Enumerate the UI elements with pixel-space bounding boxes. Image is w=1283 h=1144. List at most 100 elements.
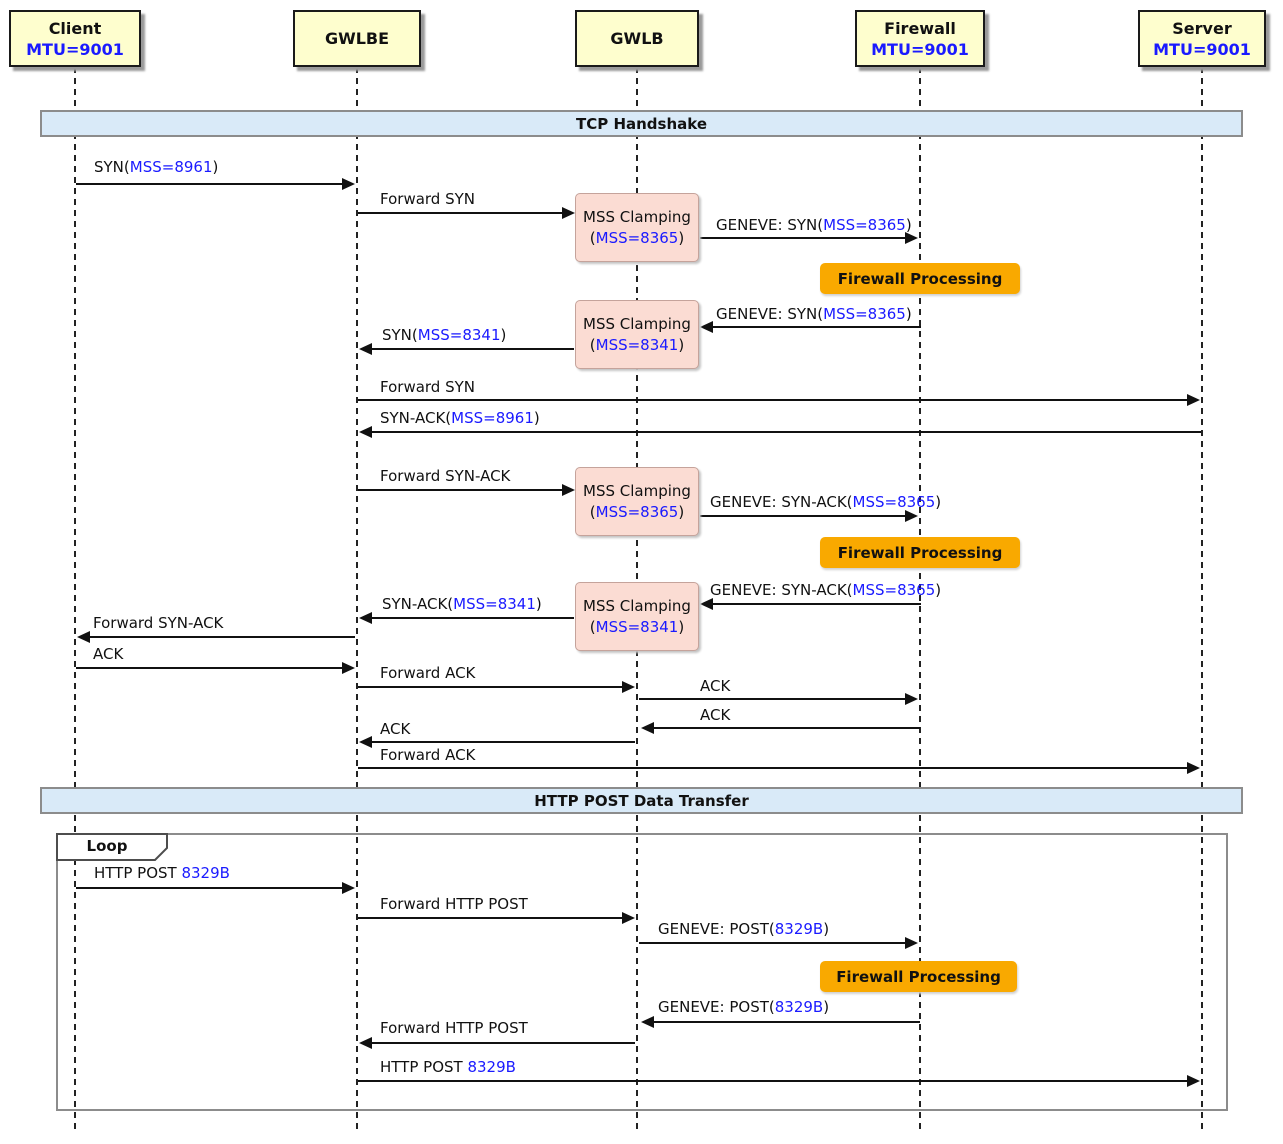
value-text: MSS=8341 — [417, 326, 501, 344]
message-label: ACK — [700, 676, 730, 697]
mss-clamping-value: (MSS=8341) — [590, 335, 684, 356]
firewall-processing-box: Firewall Processing — [820, 263, 1020, 294]
message-line — [358, 399, 1190, 401]
message-label: Forward SYN-ACK — [380, 466, 510, 487]
label-text: ) — [535, 595, 542, 613]
value-text: 8329B — [774, 920, 824, 938]
message-line — [369, 431, 1201, 433]
lifeline-client — [74, 67, 76, 1133]
label-text: ) — [823, 998, 830, 1016]
message-line — [87, 636, 355, 638]
value-text: MSS=8961 — [129, 158, 213, 176]
label-text: ) — [533, 409, 540, 427]
mss-clamping-box: MSS Clamping(MSS=8365) — [575, 193, 699, 262]
arrowhead — [1187, 1075, 1200, 1087]
participant-box-gwlbe: GWLBE — [293, 10, 421, 67]
value-text: 8329B — [181, 864, 230, 882]
label-text: GENEVE: SYN-ACK( — [710, 493, 853, 511]
message-label: Forward SYN — [380, 189, 475, 210]
message-label: Forward HTTP POST — [380, 1018, 528, 1039]
message-line — [639, 942, 908, 944]
mss-clamping-box: MSS Clamping (MSS=8341) — [575, 300, 699, 369]
label-text: ) — [823, 920, 830, 938]
arrowhead — [359, 426, 372, 438]
message-line — [700, 515, 908, 517]
label-text: SYN-ACK( — [380, 409, 452, 427]
label-text: ACK — [93, 645, 124, 663]
arrowhead — [342, 662, 355, 674]
arrowhead — [622, 912, 635, 924]
label-text: ( — [589, 228, 596, 247]
value-text: MSS=8365 — [823, 216, 906, 234]
message-label: SYN(MSS=8961) — [94, 157, 218, 178]
message-line — [369, 348, 574, 350]
label-text: ) — [905, 216, 912, 234]
firewall-processing-box: Firewall Processing — [820, 961, 1017, 992]
mss-clamping-title: MSS Clamping — [583, 481, 691, 500]
label-text: ) — [678, 228, 685, 247]
message-line — [639, 698, 908, 700]
value-text: 8329B — [467, 1058, 516, 1076]
firewall-processing-box: Firewall Processing — [820, 537, 1020, 568]
message-line — [358, 686, 625, 688]
value-text: MSS=8341 — [595, 617, 679, 636]
arrowhead — [342, 882, 355, 894]
label-text: SYN( — [94, 158, 130, 176]
message-label: SYN-ACK(MSS=8341) — [382, 594, 542, 615]
value-text: MSS=8341 — [595, 335, 679, 354]
message-label: Forward SYN-ACK — [93, 613, 223, 634]
arrowhead — [1187, 762, 1200, 774]
message-label: GENEVE: SYN(MSS=8365) — [716, 215, 912, 236]
label-text: ) — [678, 617, 685, 636]
label-text: ) — [678, 502, 685, 521]
label-text: GENEVE: SYN( — [716, 305, 824, 323]
value-text: MSS=8365 — [595, 228, 679, 247]
divider-tcp-handshake: TCP Handshake — [40, 110, 1243, 137]
label-text: Forward SYN-ACK — [93, 614, 224, 632]
label-text: Forward ACK — [380, 746, 476, 764]
participant-name: GWLBE — [324, 29, 390, 48]
value-text: MSS=8365 — [852, 493, 936, 511]
message-line — [358, 212, 565, 214]
arrowhead — [700, 321, 713, 333]
label-text: SYN-ACK( — [382, 595, 454, 613]
label-text: ) — [212, 158, 219, 176]
label-text: Forward SYN — [380, 378, 475, 396]
label-text: ACK — [700, 677, 731, 695]
message-label: SYN(MSS=8341) — [382, 325, 506, 346]
arrowhead — [641, 1016, 654, 1028]
message-label: Forward ACK — [380, 663, 475, 684]
label-text: ( — [589, 617, 596, 636]
message-line — [369, 617, 574, 619]
value-text: MSS=8961 — [451, 409, 534, 427]
message-line — [369, 741, 635, 743]
label-text: ) — [905, 305, 912, 323]
message-line — [369, 1042, 635, 1044]
mss-clamping-value: (MSS=8365) — [590, 228, 684, 249]
message-line — [358, 489, 565, 491]
message-label: Forward HTTP POST — [380, 894, 528, 915]
label-text: ) — [500, 326, 507, 344]
arrowhead — [359, 343, 372, 355]
message-line — [358, 767, 1190, 769]
value-text: MSS=8341 — [453, 595, 536, 613]
label-text: ) — [935, 493, 942, 511]
label-text: Forward ACK — [380, 664, 476, 682]
message-line — [76, 183, 345, 185]
message-line — [651, 727, 920, 729]
mss-clamping-title: MSS Clamping — [583, 314, 691, 333]
label-text: GENEVE: POST( — [658, 998, 775, 1016]
value-text: MSS=8365 — [852, 581, 936, 599]
arrowhead — [562, 207, 575, 219]
message-line — [358, 917, 625, 919]
label-text: ( — [589, 502, 596, 521]
label-text: Forward HTTP POST — [380, 1019, 528, 1037]
arrowhead — [905, 510, 918, 522]
divider-http-post: HTTP POST Data Transfer — [40, 787, 1243, 814]
message-label: GENEVE: SYN-ACK(MSS=8365) — [710, 580, 941, 601]
value-text: MSS=8365 — [595, 502, 679, 521]
label-text: Forward SYN — [380, 190, 475, 208]
